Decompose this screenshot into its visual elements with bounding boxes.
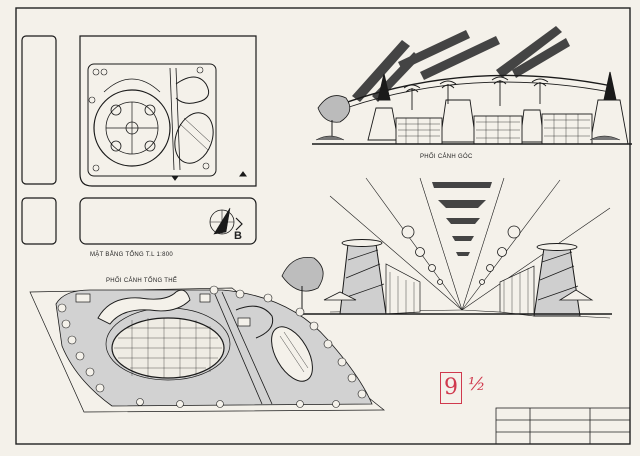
- overall-perspective-caption: PHỐI CẢNH TỔNG THỂ: [106, 278, 178, 284]
- site-plan: [21, 35, 257, 245]
- corner-perspective-caption: PHỐI CẢNH GÓC: [420, 154, 473, 160]
- sheet-border: [15, 7, 631, 445]
- corner-perspective: [312, 26, 632, 145]
- north-label: B: [234, 230, 243, 242]
- grade-note: ½: [468, 374, 486, 395]
- grade-box: 9: [440, 372, 462, 404]
- plan-caption: MẶT BẰNG TỔNG T.L 1:800: [90, 252, 174, 258]
- title-block: [495, 407, 631, 445]
- overall-perspective: [29, 285, 385, 413]
- street-perspective: [281, 177, 612, 319]
